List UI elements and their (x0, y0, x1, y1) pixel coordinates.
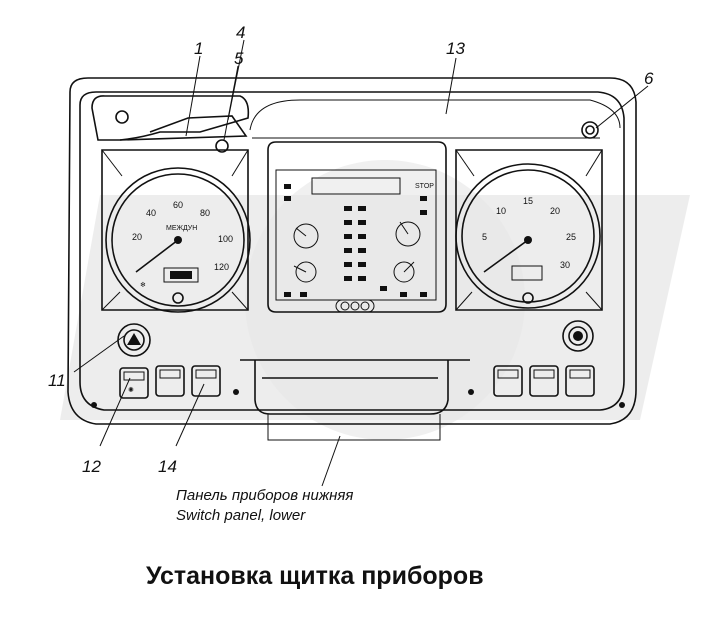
tacho-tick-30: 30 (560, 260, 570, 270)
tacho-tick-10: 10 (496, 206, 506, 216)
dashboard-housing (67, 77, 637, 441)
callout-12: 12 (82, 457, 101, 476)
center-warning-panel: STOP (267, 141, 447, 313)
svg-text:❄: ❄ (140, 281, 146, 289)
caption-en: Switch panel, lower (176, 507, 306, 524)
tachometer: 5 10 15 20 25 30 (455, 163, 601, 309)
speedo-needle (135, 239, 179, 273)
caption-ru: Панель приборов нижняя (176, 487, 353, 504)
callout-11: 11 (48, 371, 66, 390)
speedo-brand: МЕЖДУН (166, 225, 197, 232)
odometer-display (163, 267, 199, 283)
speedo-tick-80: 80 (200, 208, 210, 218)
right-round-switch (562, 320, 594, 352)
tacho-tick-20: 20 (550, 206, 560, 216)
callout-labels: 1 4 5 13 6 11 12 14 (48, 23, 654, 476)
speedo-tick-40: 40 (146, 208, 156, 218)
svg-text:✺: ✺ (128, 386, 134, 394)
tacho-tick-5: 5 (482, 232, 487, 242)
speedometer-window (101, 149, 249, 311)
callout-1: 1 (194, 39, 203, 58)
center-display (311, 177, 401, 195)
speedo-tick-100: 100 (218, 234, 233, 244)
diagram-title: Установка щитка приборов (146, 562, 484, 590)
speedo-tick-120: 120 (214, 262, 229, 272)
speedo-tick-60: 60 (173, 200, 183, 210)
tacho-needle (483, 239, 529, 273)
right-rocker-switches (493, 365, 595, 397)
tacho-display (511, 265, 543, 281)
leader-lines (73, 39, 649, 487)
callout-4: 4 (236, 23, 245, 42)
tacho-tick-15: 15 (523, 196, 533, 206)
callout-14: 14 (158, 457, 177, 476)
speedometer: 20 40 60 80 100 120 МЕЖДУН ❄ (105, 167, 251, 313)
left-rocker-switches: ✺ (119, 365, 221, 399)
speedo-tick-20: 20 (132, 232, 142, 242)
lower-panel-caption: Панель приборов нижняя Switch panel, low… (176, 487, 353, 524)
callout-13: 13 (446, 39, 465, 58)
tacho-tick-25: 25 (566, 232, 576, 242)
callout-5: 5 (234, 49, 244, 68)
stop-label: STOP (415, 183, 434, 190)
callout-6: 6 (644, 69, 654, 88)
tachometer-window (455, 149, 603, 311)
